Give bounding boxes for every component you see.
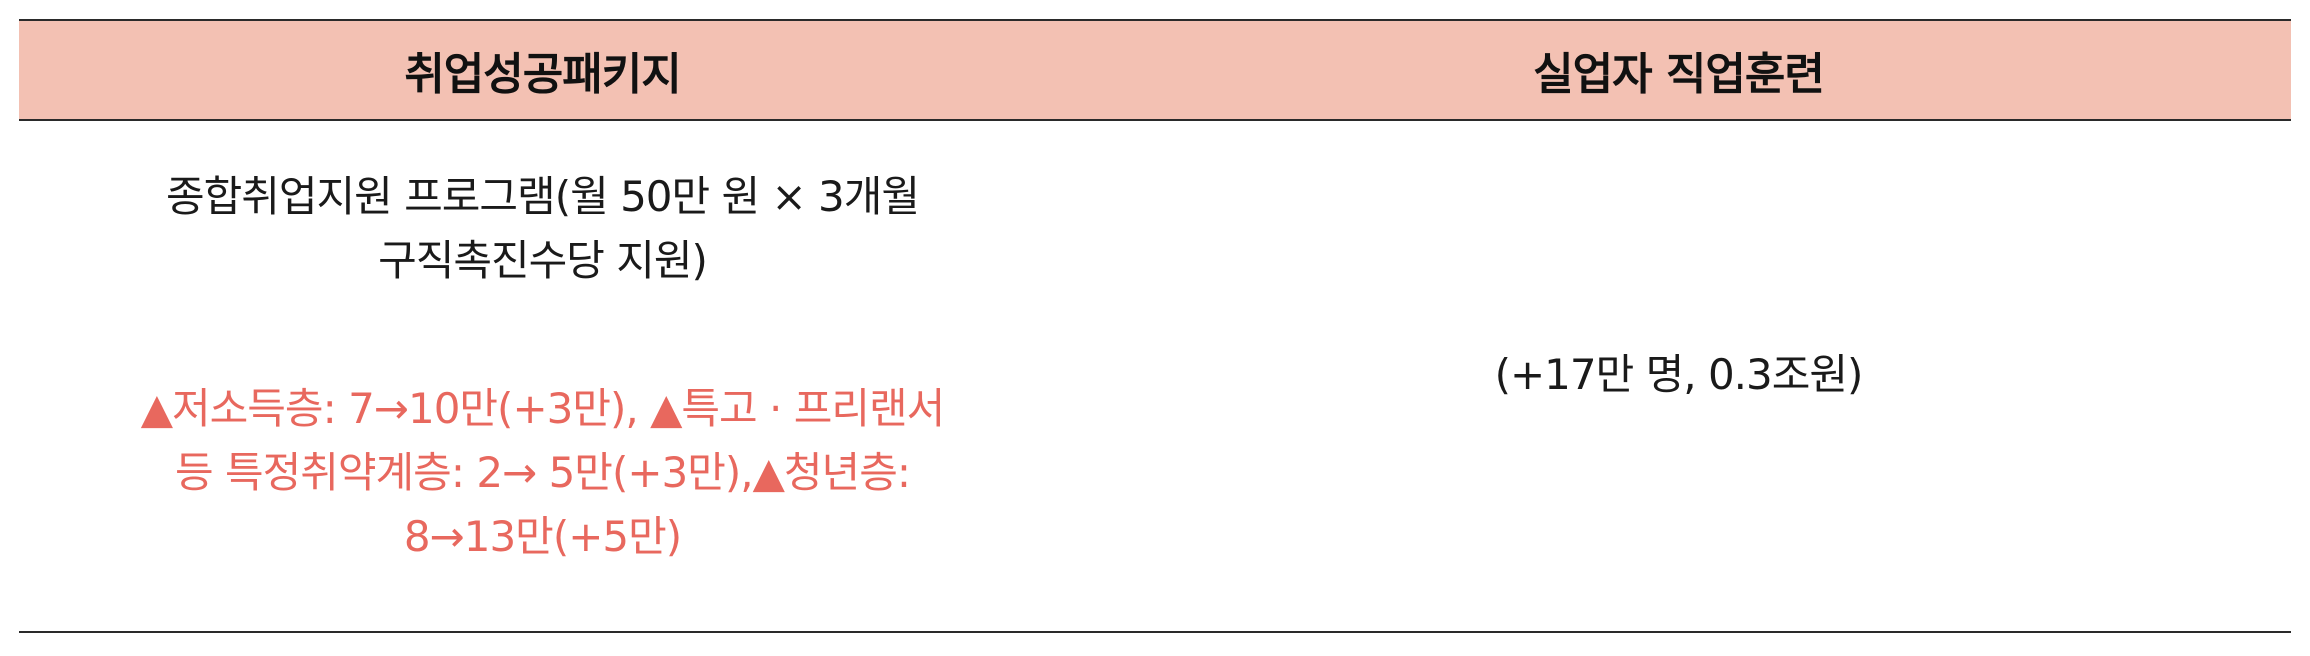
employment-package-cell: 종합취업지원 프로그램(월 50만 원 × 3개월 구직촉진수당 지원) ▲저소… — [19, 121, 1066, 631]
program-description-line: 종합취업지원 프로그램(월 50만 원 × 3개월 — [165, 172, 920, 221]
allowance-increase-line: ▲저소득층: 7→10만(+3만), ▲특고 · 프리랜서 — [140, 384, 946, 433]
table-header-row: 취업성공패키지 실업자 직업훈련 — [19, 21, 2291, 121]
program-description-line: 구직촉진수당 지원) — [378, 236, 708, 285]
program-description: 종합취업지원 프로그램(월 50만 원 × 3개월 구직촉진수당 지원) — [19, 165, 1066, 293]
allowance-increase-note: ▲저소득층: 7→10만(+3만), ▲특고 · 프리랜서 등 특정취약계층: … — [19, 377, 1066, 569]
allowance-increase-line: 8→13만(+5만) — [403, 512, 682, 561]
comparison-table: 취업성공패키지 실업자 직업훈련 종합취업지원 프로그램(월 50만 원 × 3… — [19, 19, 2291, 633]
job-training-cell: (+17만 명, 0.3조원) — [1066, 121, 2291, 631]
header-employment-package: 취업성공패키지 — [404, 49, 681, 100]
header-job-training: 실업자 직업훈련 — [1533, 49, 1825, 100]
allowance-increase-line: 등 특정취약계층: 2→ 5만(+3만),▲청년층: — [174, 448, 911, 497]
table-body-row: 종합취업지원 프로그램(월 50만 원 × 3개월 구직촉진수당 지원) ▲저소… — [19, 121, 2291, 633]
table-top-rule — [19, 19, 2291, 21]
job-training-summary: (+17만 명, 0.3조원) — [1494, 350, 1864, 399]
